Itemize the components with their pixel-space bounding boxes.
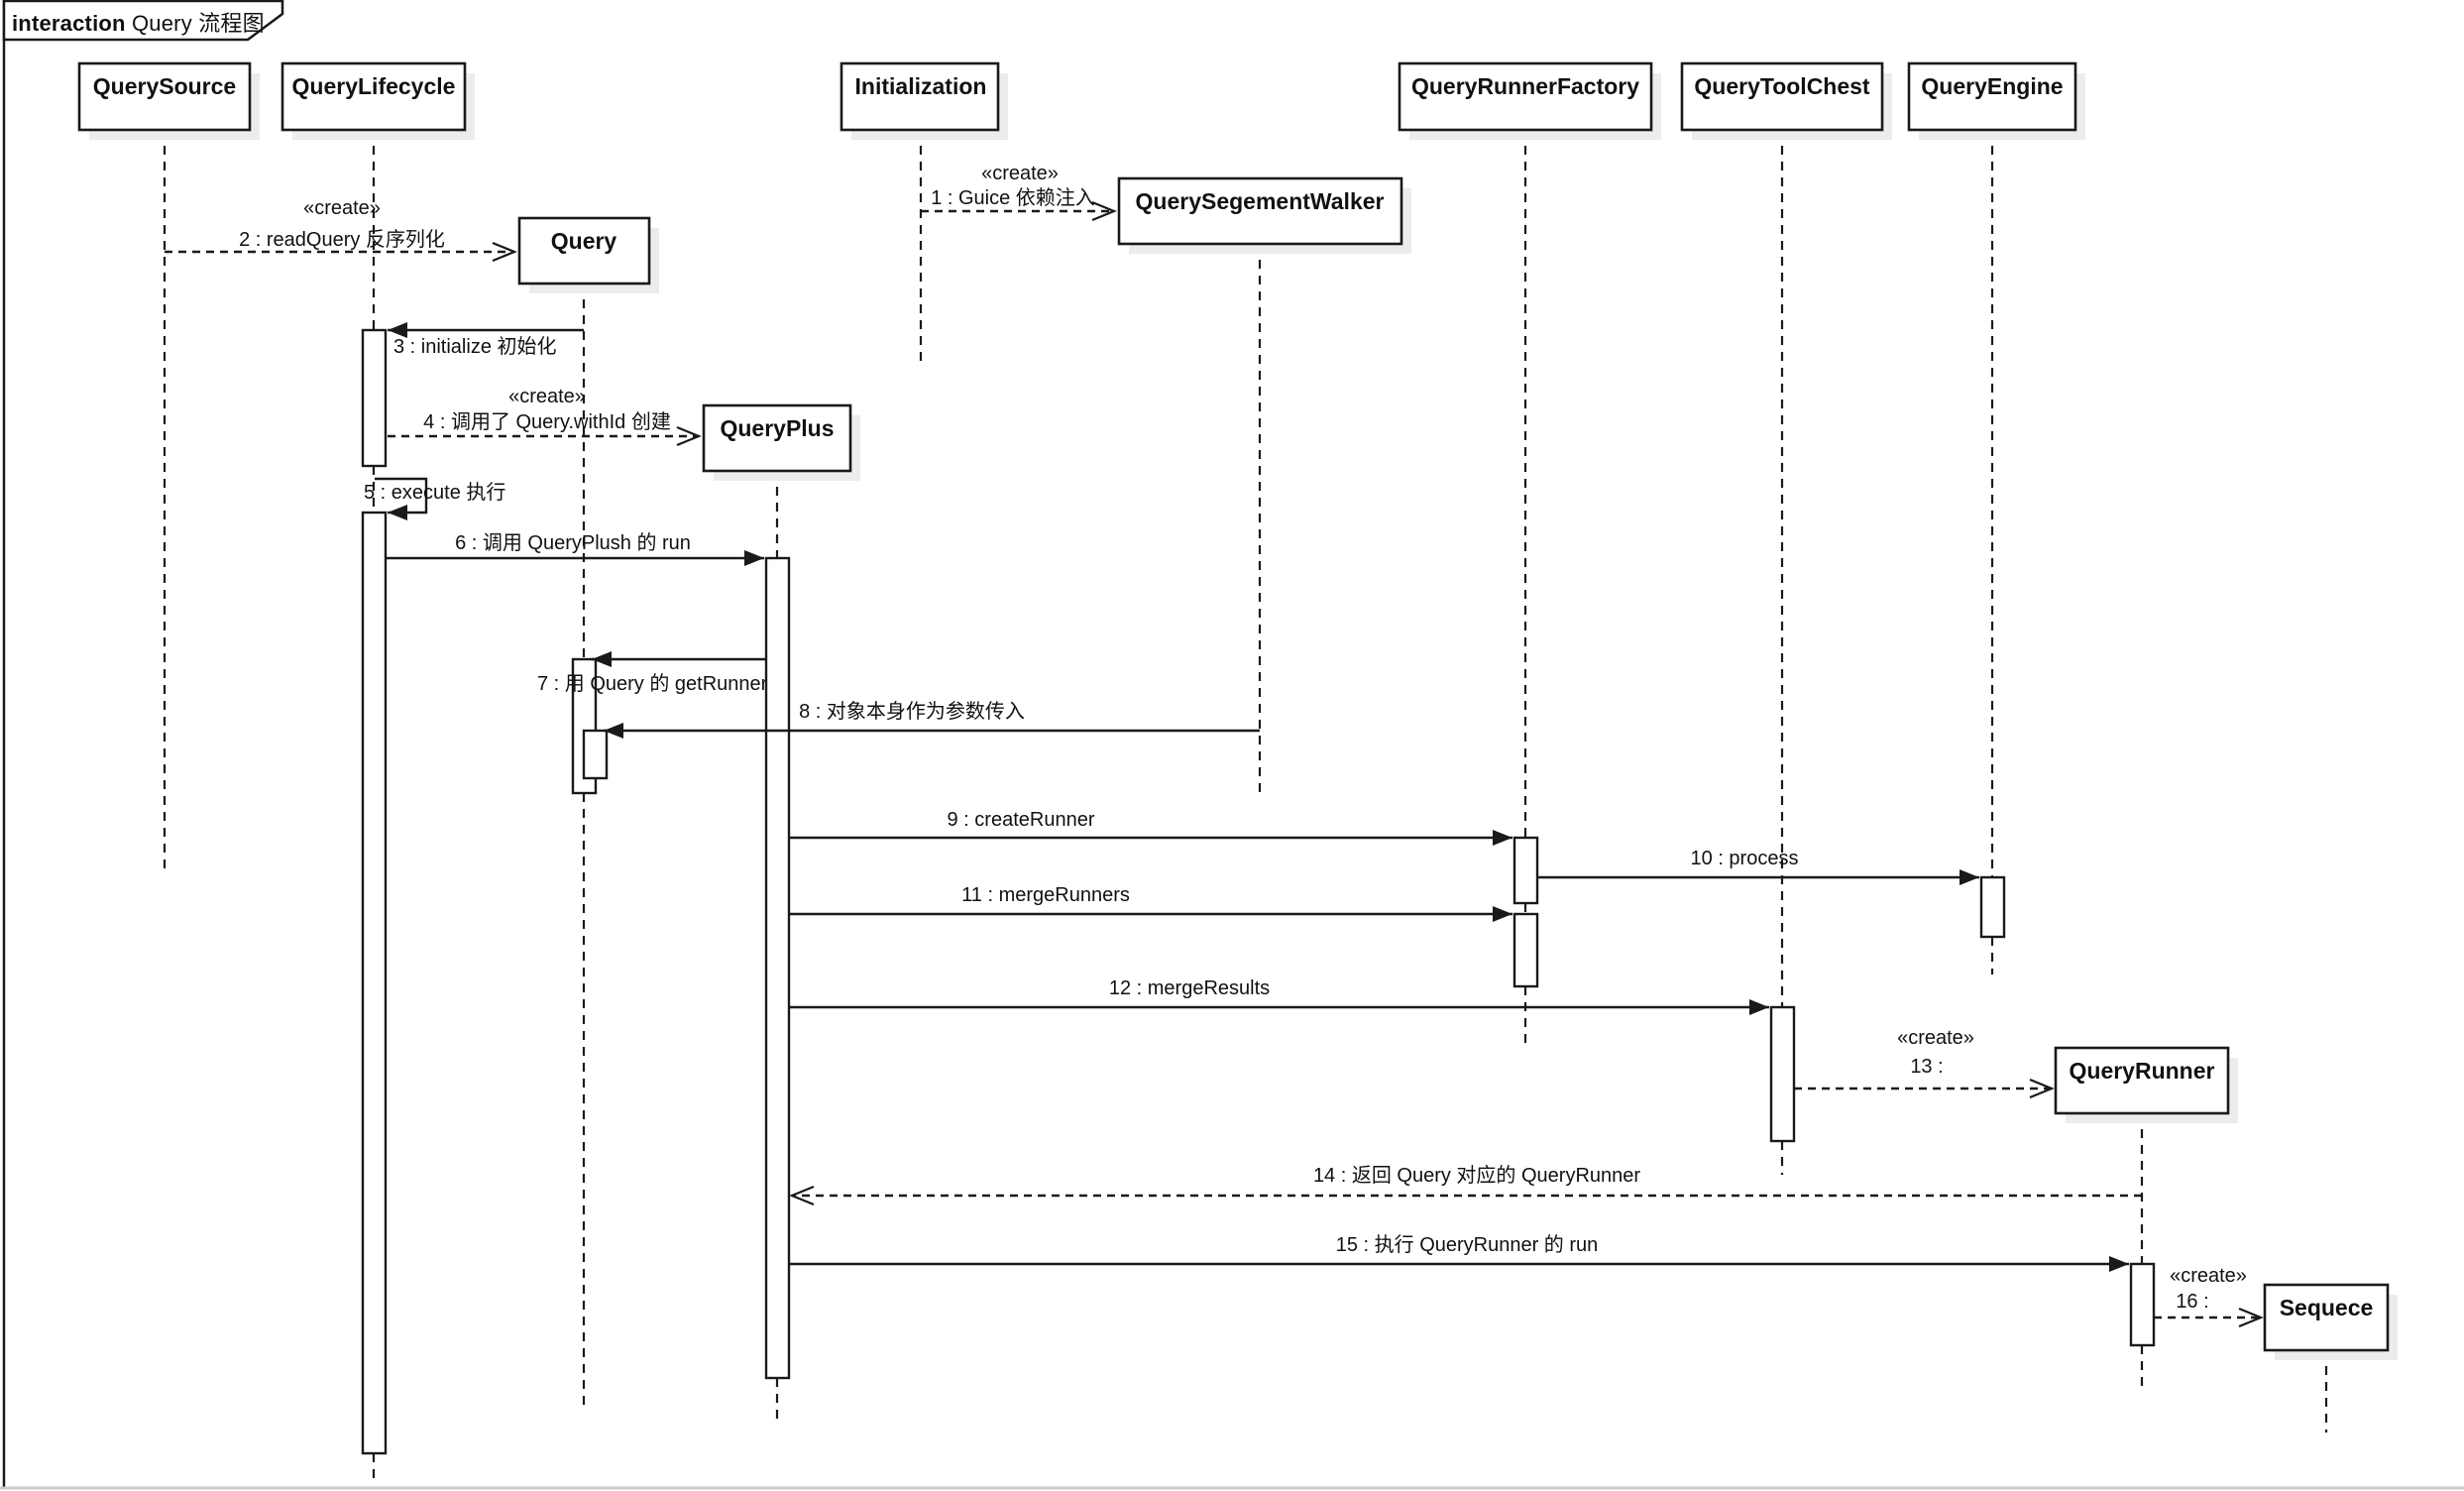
message-6-arrowhead [744, 550, 764, 566]
activation-bar-5 [1512, 836, 1539, 905]
message-8-label: 8 : 对象本身作为参数传入 [799, 700, 1025, 723]
participant-box-initialization [840, 61, 1000, 132]
message-13-label: 13 : [1910, 1056, 1943, 1078]
message-13-arrowhead [2029, 1078, 2055, 1099]
message-14-arrowhead [789, 1185, 815, 1206]
participant-label-query: Query [551, 228, 617, 254]
message-9-arrowhead [1493, 830, 1512, 846]
activation-bar-4 [764, 556, 791, 1380]
participant-label-query-tool-chest: QueryToolChest [1694, 73, 1870, 99]
participant-box-query-engine [1907, 61, 2077, 132]
message-8-arrowhead [604, 723, 623, 739]
message-16-label: 16 : [2176, 1291, 2208, 1313]
message-16-arrowhead [2238, 1307, 2264, 1328]
message-15-label: 15 : 执行 QueryRunner 的 run [1336, 1233, 1599, 1256]
activation-bar-1 [361, 511, 388, 1455]
activation-bar-7 [1979, 875, 2006, 939]
message-14-label: 14 : 返回 Query 对应的 QueryRunner [1313, 1164, 1640, 1187]
message-7-arrowhead [592, 651, 612, 667]
participant-label-query-source: QuerySource [93, 73, 236, 99]
activation-bar-0 [361, 328, 388, 468]
activation-bar-8 [1769, 1005, 1796, 1143]
participant-box-query-tool-chest [1680, 61, 1884, 132]
message-11-label: 11 : mergeRunners [961, 884, 1130, 906]
activation-bar-3 [582, 729, 609, 780]
frame-keyword: interaction [12, 11, 126, 36]
message-12-label: 12 : mergeResults [1109, 977, 1270, 999]
message-7-label: 7 : 用 Query 的 getRunner [537, 672, 768, 695]
frame-tab [2, 0, 284, 42]
message-9-label: 9 : createRunner [948, 809, 1095, 831]
participant-label-query-lifecycle: QueryLifecycle [292, 73, 456, 99]
participant-label-query-segement-walker: QuerySegementWalker [1136, 188, 1385, 214]
participant-box-query-plus [702, 403, 852, 473]
message-5-arrowhead [388, 505, 407, 520]
message-13-stereotype: «create» [1897, 1027, 1974, 1049]
participant-label-query-runner: QueryRunner [2070, 1058, 2215, 1084]
participant-label-query-engine: QueryEngine [1921, 73, 2063, 99]
message-4-stereotype: «create» [508, 386, 586, 407]
message-2-stereotype: «create» [303, 197, 381, 219]
participant-box-query-runner [2054, 1046, 2230, 1115]
participant-box-query-segement-walker [1117, 176, 1403, 246]
participant-label-query-runner-factory: QueryRunnerFactory [1411, 73, 1639, 99]
message-4-label: 4 : 调用了 Query.withId 创建 [423, 410, 671, 433]
message-10-label: 10 : process [1691, 848, 1799, 869]
participant-label-initialization: Initialization [855, 73, 987, 99]
message-2-arrowhead [492, 241, 517, 263]
message-15-arrowhead [2109, 1256, 2129, 1272]
message-12-arrowhead [1749, 999, 1769, 1015]
message-5-label: 5 : execute 执行 [364, 481, 505, 504]
activation-bar-6 [1512, 912, 1539, 988]
participant-box-query-source [77, 61, 252, 132]
message-1-stereotype: «create» [981, 163, 1059, 184]
participant-label-sequece: Sequece [2280, 1295, 2374, 1320]
participant-box-sequece [2263, 1283, 2390, 1352]
frame-title: Query 流程图 [131, 11, 265, 36]
message-10-arrowhead [1960, 869, 1979, 885]
participant-box-query [517, 216, 651, 286]
message-11-arrowhead [1493, 906, 1512, 922]
participant-box-query-lifecycle [280, 61, 467, 132]
message-6-label: 6 : 调用 QueryPlush 的 run [455, 531, 691, 554]
message-2-label: 2 : readQuery 反序列化 [239, 228, 445, 251]
message-3-arrowhead [388, 322, 407, 338]
message-1-arrowhead [1091, 200, 1117, 222]
message-3-label: 3 : initialize 初始化 [393, 335, 557, 358]
participant-box-query-runner-factory [1398, 61, 1653, 132]
message-4-arrowhead [676, 425, 702, 447]
message-1-label: 1 : Guice 依赖注入 [931, 186, 1095, 209]
participant-label-query-plus: QueryPlus [720, 415, 834, 441]
message-16-stereotype: «create» [2170, 1265, 2247, 1287]
frame-label: interaction Query 流程图 [12, 6, 265, 38]
activation-bar-9 [2129, 1262, 2156, 1347]
